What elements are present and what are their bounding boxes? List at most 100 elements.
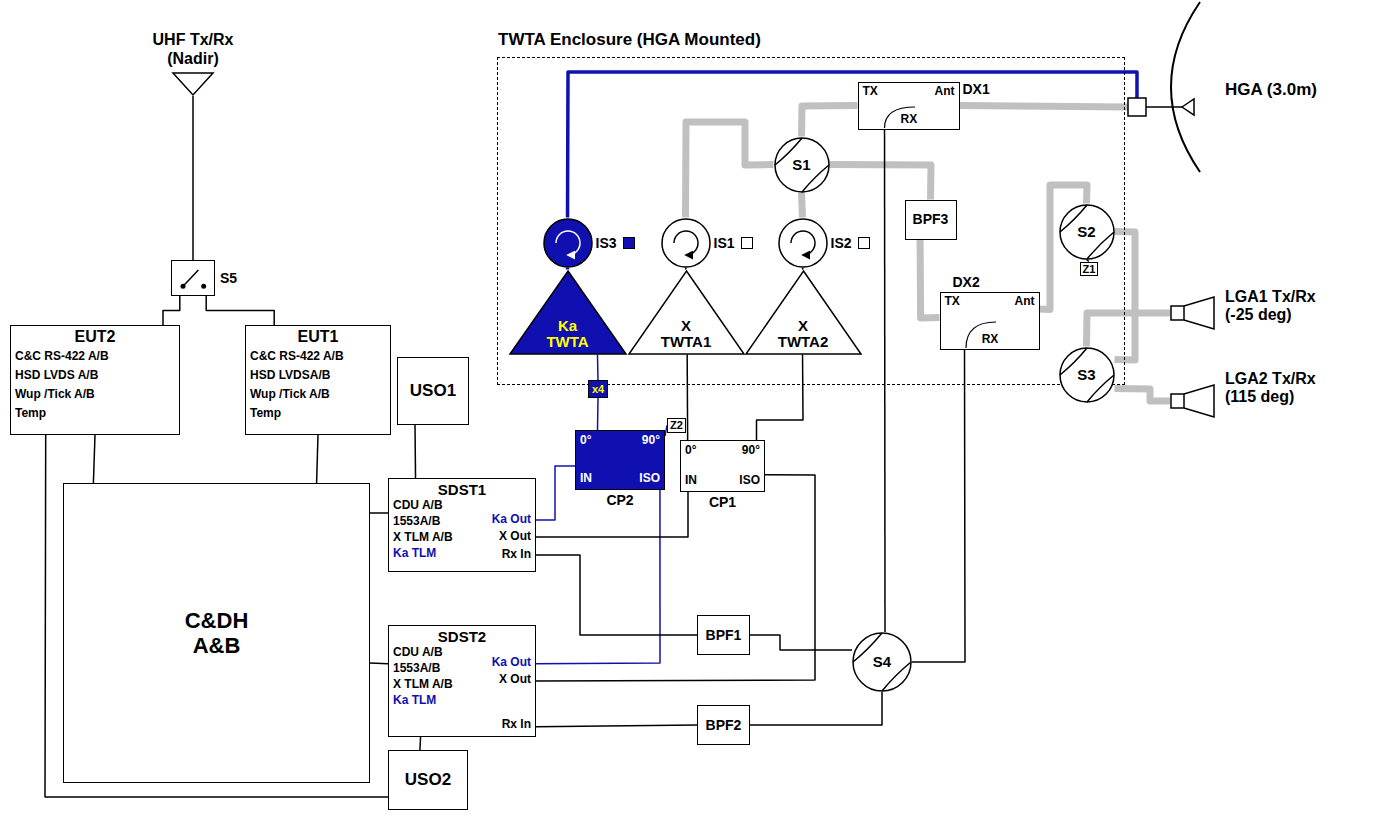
unit-box: BPF1 xyxy=(697,615,750,655)
termination-box: x4 xyxy=(588,380,608,398)
node-label: CP1 xyxy=(709,494,736,510)
node-label: Z2 xyxy=(670,419,683,432)
unit-box: USO1 xyxy=(397,357,469,425)
connector-line xyxy=(802,193,803,218)
shape-outline xyxy=(172,261,213,294)
connector-line xyxy=(163,296,180,325)
diplexer-box: DX2TXAntRX xyxy=(940,292,1040,350)
node-label: S3 xyxy=(1077,366,1095,383)
node-label: RX xyxy=(901,113,918,127)
node-label: 90° xyxy=(642,434,660,448)
unit-box: BPF3 xyxy=(905,200,957,240)
node-label: S2 xyxy=(1077,223,1095,240)
connector-line xyxy=(884,130,886,633)
connector-line xyxy=(536,466,575,520)
shape-outline xyxy=(1170,296,1215,330)
coupler-box: 0°90°INISOCP2 xyxy=(575,430,665,490)
antenna-symbol: LGA2 Tx/Rx (115 deg) xyxy=(1170,384,1215,418)
node-label: IS1 xyxy=(714,234,735,250)
antenna-symbol: HGA (3.0m) xyxy=(1122,0,1215,175)
node-label: C&C RS-422 A/B xyxy=(15,350,109,364)
isolator-symbol: IS1 xyxy=(661,218,711,268)
switch-box: S5 xyxy=(171,260,215,296)
connector-line xyxy=(750,635,852,650)
amplifier-triangle: X TWTA1 xyxy=(628,270,745,355)
node-label: DX2 xyxy=(953,274,980,290)
node-label: IS3 xyxy=(596,234,617,250)
shape-outline xyxy=(778,218,828,268)
amplifier-triangle: Ka TWTA xyxy=(509,270,627,355)
shape-outline xyxy=(1122,0,1215,175)
node-label: HSD LVDS A/B xyxy=(15,369,98,383)
connector-line xyxy=(960,106,1129,107)
node-label: CP2 xyxy=(606,492,633,508)
node-label: S4 xyxy=(873,653,891,670)
enclosure-box: TWTA Enclosure (HGA Mounted)IS3Ka TWTAIS… xyxy=(497,57,1125,385)
node-label: 0° xyxy=(580,434,591,448)
connector-line xyxy=(419,737,421,750)
connector-line xyxy=(1115,389,1171,402)
node-label: DX1 xyxy=(963,81,990,97)
node-label: BPF1 xyxy=(706,627,742,643)
node-label: x4 xyxy=(592,383,604,396)
connector-line xyxy=(802,106,858,137)
connector-line xyxy=(370,512,388,514)
node-label: S5 xyxy=(220,270,237,286)
node-label: Wup /Tick A/B xyxy=(15,388,95,402)
connector-line xyxy=(830,165,932,200)
node-label: Z1 xyxy=(1083,263,1096,276)
connector-line xyxy=(802,268,804,270)
connector-line xyxy=(536,555,697,635)
load-square xyxy=(741,237,753,249)
node-label: SDST1 xyxy=(389,481,535,498)
node-label: ISO xyxy=(639,472,660,486)
node-label: BPF2 xyxy=(706,717,742,733)
node-label: X TLM A/B xyxy=(393,678,453,692)
diplexer-box: DX1TXAntRX xyxy=(858,82,960,130)
switch-symbol: S2 xyxy=(1059,204,1115,260)
node-label: 90° xyxy=(742,444,760,458)
node-label: X Out xyxy=(499,673,531,687)
termination-box: Z1 xyxy=(1080,262,1099,277)
node-label: C&DH A&B xyxy=(177,608,257,659)
load-square xyxy=(623,237,635,249)
node-label: SDST2 xyxy=(389,628,535,645)
node-label: S1 xyxy=(792,156,810,173)
connector-line xyxy=(370,662,388,664)
node-label: TWTA Enclosure (HGA Mounted) xyxy=(498,30,761,50)
node-label: Rx In xyxy=(502,548,531,562)
connector-line xyxy=(93,435,95,483)
unit-box: C&DH A&B xyxy=(63,483,370,783)
node-label: X TWTA2 xyxy=(777,318,829,351)
node-label: Ant xyxy=(1015,295,1035,309)
node-label: HGA (3.0m) xyxy=(1225,80,1317,100)
node-label: TX xyxy=(863,85,878,99)
node-label: Wup /Tick A/B xyxy=(250,388,330,402)
node-label: Ka Out xyxy=(492,656,531,670)
node-label: 1553A/B xyxy=(393,515,440,529)
node-label: Rx In xyxy=(502,718,531,732)
switch-symbol: S4 xyxy=(852,632,912,692)
amplifier-triangle: X TWTA2 xyxy=(745,270,862,355)
antenna-symbol: UHF Tx/Rx (Nadir) xyxy=(172,72,214,96)
node-label: EUT2 xyxy=(11,328,179,346)
connector-line xyxy=(536,725,697,727)
node-label: IN xyxy=(685,474,697,488)
node-label: Ka TWTA xyxy=(542,318,594,351)
connector-line xyxy=(206,296,274,325)
node-label: 0° xyxy=(685,444,696,458)
node-label: Temp xyxy=(15,407,46,421)
node-label: CDU A/B xyxy=(393,499,443,513)
switch-symbol: S3 xyxy=(1059,347,1115,403)
shape-outline xyxy=(543,218,593,268)
connector-line xyxy=(45,435,388,797)
node-label: USO1 xyxy=(410,381,456,401)
node-label: Ant xyxy=(935,85,955,99)
node-label: UHF Tx/Rx (Nadir) xyxy=(133,31,253,68)
unit-box: USO2 xyxy=(388,750,468,810)
node-label: USO2 xyxy=(405,770,451,790)
connector-line xyxy=(757,355,804,441)
node-label: Temp xyxy=(250,407,281,421)
node-label: C&C RS-422 A/B xyxy=(250,350,344,364)
shape-outline xyxy=(661,218,711,268)
